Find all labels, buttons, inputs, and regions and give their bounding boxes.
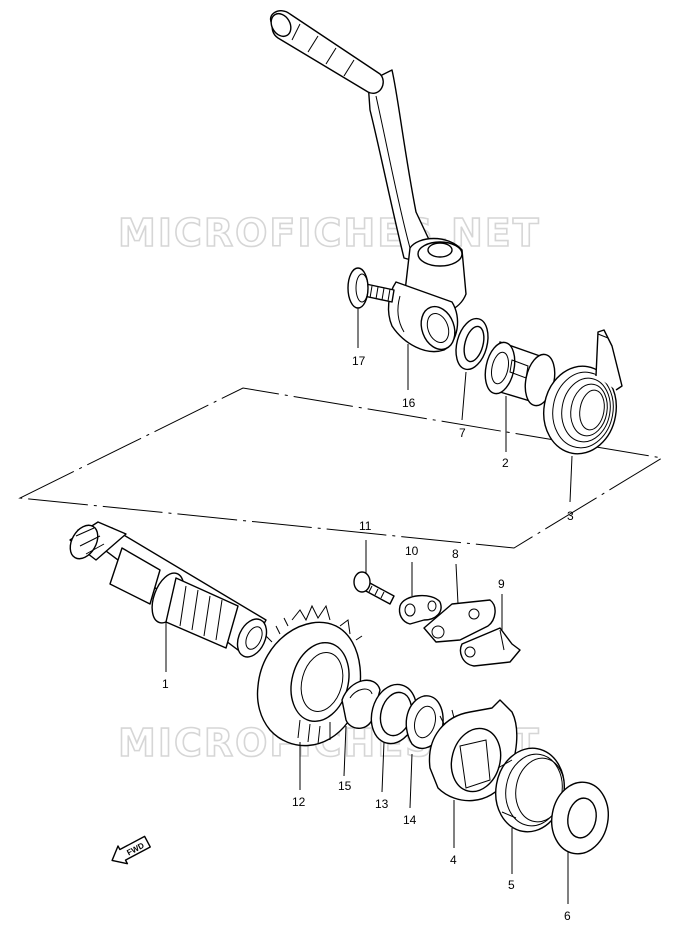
washer-10[interactable]: [398, 595, 442, 625]
callout-16: 16: [402, 396, 416, 410]
callout-7: 7: [459, 426, 466, 440]
bolt-11[interactable]: [353, 571, 395, 605]
callout-2: 2: [502, 456, 509, 470]
callout-12: 12: [292, 795, 306, 809]
kick-shaft-1[interactable]: [65, 520, 273, 661]
plate-8[interactable]: [423, 599, 496, 643]
assembly-frame: [18, 387, 664, 549]
spring-guide-2[interactable]: [481, 340, 559, 409]
callout-numbers: 17 16 7 2 3 1 11 10 8 9 12 15 13 14 4 5 …: [162, 354, 574, 923]
bolt-17[interactable]: [347, 267, 395, 309]
washer-6[interactable]: [546, 778, 614, 859]
guide-9[interactable]: [459, 627, 521, 667]
leader-lines: [165, 308, 573, 904]
kick-lever[interactable]: [267, 10, 467, 354]
callout-11: 11: [359, 519, 372, 533]
callout-6: 6: [564, 909, 571, 923]
watermark-top: MICROFICHES.NET: [118, 211, 541, 255]
kick-gear-12[interactable]: [256, 604, 363, 747]
callout-10: 10: [405, 544, 419, 558]
callout-17: 17: [352, 354, 366, 368]
ratchet-4[interactable]: [428, 699, 518, 802]
callout-3: 3: [567, 509, 574, 523]
callout-9: 9: [498, 577, 505, 591]
kick-spring-3[interactable]: [537, 329, 623, 460]
callout-13: 13: [375, 797, 389, 811]
circlip-14[interactable]: [405, 695, 444, 750]
callout-14: 14: [403, 813, 417, 827]
callout-5: 5: [508, 878, 515, 892]
washer-13[interactable]: [365, 679, 423, 748]
washer-7[interactable]: [451, 315, 493, 373]
callout-4: 4: [450, 853, 457, 867]
callout-15: 15: [338, 779, 352, 793]
callout-8: 8: [452, 547, 459, 561]
fwd-arrow-icon: FWD: [111, 835, 151, 865]
callout-1: 1: [162, 677, 169, 691]
